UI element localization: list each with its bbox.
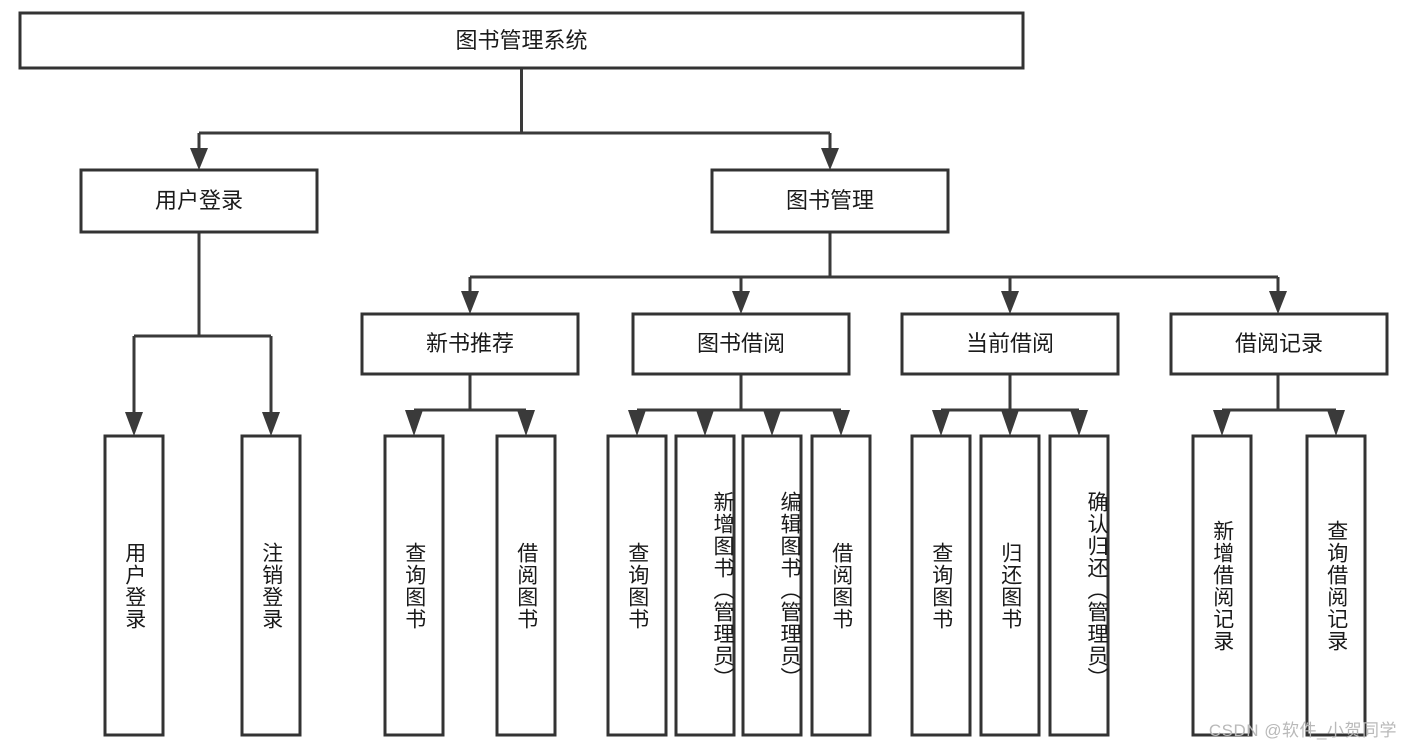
node-book-borrow-label: 图书借阅 bbox=[697, 331, 785, 356]
watermark-text: CSDN @软件_小贺同学 bbox=[1208, 721, 1397, 740]
arrowhead-borrow-record bbox=[1269, 291, 1287, 314]
arrowhead-leaf-add-book bbox=[696, 410, 714, 436]
node-leaf-confirm-return-box[interactable] bbox=[1048, 434, 1110, 737]
node-leaf-edit-book-box[interactable] bbox=[741, 434, 803, 737]
node-root[interactable]: 图书管理系统 bbox=[18, 11, 1025, 70]
leaf-boxes bbox=[103, 434, 1367, 737]
arrowhead-leaf-query-book-1 bbox=[405, 410, 423, 436]
arrowhead-user-login bbox=[190, 148, 208, 170]
node-leaf-query-book-2-box[interactable] bbox=[606, 434, 668, 737]
node-leaf-query-record-box[interactable] bbox=[1305, 434, 1367, 737]
node-book-borrow[interactable]: 图书借阅 bbox=[631, 312, 851, 376]
node-book-borrow-box[interactable] bbox=[631, 312, 851, 376]
node-borrow-record-label: 借阅记录 bbox=[1235, 331, 1323, 356]
node-leaf-borrow-book-1-box[interactable] bbox=[495, 434, 557, 737]
node-leaf-borrow-book-2-box[interactable] bbox=[810, 434, 872, 737]
node-leaf-query-book-1-box[interactable] bbox=[383, 434, 445, 737]
arrowhead-leaf-confirm-return bbox=[1070, 410, 1088, 436]
node-user-login[interactable]: 用户登录 bbox=[79, 168, 319, 234]
node-current-borrow-label: 当前借阅 bbox=[966, 331, 1054, 356]
arrowhead-leaf-return-book bbox=[1001, 410, 1019, 436]
arrowhead-book-borrow bbox=[732, 291, 750, 314]
node-leaf-logout-box[interactable] bbox=[240, 434, 302, 737]
arrowhead-leaf-borrow-book-2 bbox=[832, 410, 850, 436]
node-root-box[interactable] bbox=[18, 11, 1025, 70]
node-leaf-return-book-box[interactable] bbox=[979, 434, 1041, 737]
arrowhead-leaf-borrow-book-1 bbox=[517, 410, 535, 436]
node-leaf-user-login-box[interactable] bbox=[103, 434, 165, 737]
node-book-manage-box[interactable] bbox=[710, 168, 950, 234]
node-book-manage-label: 图书管理 bbox=[786, 188, 874, 213]
node-new-book-rec-box[interactable] bbox=[360, 312, 580, 376]
node-new-book-rec[interactable]: 新书推荐 bbox=[360, 312, 580, 376]
arrowhead-leaf-user-login bbox=[125, 412, 143, 436]
arrowhead-leaf-query-book-3 bbox=[932, 410, 950, 436]
node-borrow-record[interactable]: 借阅记录 bbox=[1169, 312, 1389, 376]
node-user-login-box[interactable] bbox=[79, 168, 319, 234]
arrowhead-current-borrow bbox=[1001, 291, 1019, 314]
node-new-book-rec-label: 新书推荐 bbox=[426, 331, 514, 356]
arrowhead-book-manage bbox=[821, 148, 839, 170]
node-current-borrow[interactable]: 当前借阅 bbox=[900, 312, 1120, 376]
arrowhead-leaf-logout bbox=[262, 412, 280, 436]
arrowhead-leaf-add-record bbox=[1213, 410, 1231, 436]
arrowhead-leaf-edit-book bbox=[763, 410, 781, 436]
arrowhead-leaf-query-record bbox=[1327, 410, 1345, 436]
node-user-login-label: 用户登录 bbox=[155, 188, 243, 213]
node-root-label: 图书管理系统 bbox=[455, 28, 587, 53]
arrowhead-new-book-rec bbox=[461, 291, 479, 314]
arrowhead-leaf-query-book-2 bbox=[628, 410, 646, 436]
node-leaf-query-book-3-box[interactable] bbox=[910, 434, 972, 737]
node-current-borrow-box[interactable] bbox=[900, 312, 1120, 376]
node-book-manage[interactable]: 图书管理 bbox=[710, 168, 950, 234]
node-leaf-add-book-box[interactable] bbox=[674, 434, 736, 737]
node-leaf-add-record-box[interactable] bbox=[1191, 434, 1253, 737]
connector-layer bbox=[125, 68, 1345, 436]
node-borrow-record-box[interactable] bbox=[1169, 312, 1389, 376]
